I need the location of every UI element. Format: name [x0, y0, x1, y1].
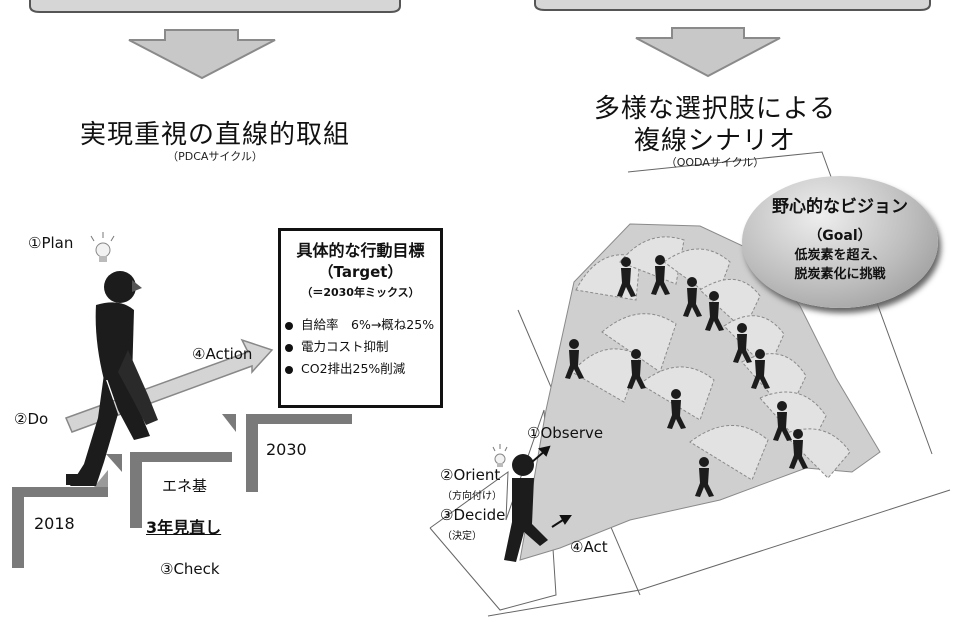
- vision-line2: 脱炭素化に挑戦: [794, 267, 886, 282]
- right-title-line2: 複線シナリオ: [633, 126, 796, 156]
- step-label: エネ基: [162, 477, 208, 495]
- person-climbing-icon: [66, 271, 158, 486]
- lightbulb-icon: [492, 444, 508, 467]
- act-label: ④Act: [570, 538, 608, 556]
- review-label: 3年見直し: [146, 518, 222, 537]
- vision-sub: （Goal）: [808, 228, 872, 244]
- vision-ellipse: 野心的なビジョン （Goal） 低炭素を超え、 脱炭素化に挑戦: [742, 176, 938, 308]
- walker-icons: [565, 255, 808, 497]
- observe-label: ①Observe: [527, 424, 604, 442]
- observe-arrow: [531, 445, 551, 463]
- year-end-label: 2030: [266, 440, 307, 459]
- list-item: CO2排出25%削減: [285, 358, 440, 380]
- right-title-line1: 多様な選択肢による: [593, 94, 837, 124]
- plan-label: ①Plan: [28, 234, 74, 252]
- vision-heading: 野心的なビジョン: [772, 197, 908, 217]
- right-subtitle: （OODAサイクル）: [665, 156, 765, 169]
- orient-label: ②Orient: [440, 466, 501, 484]
- lightbulb-icon: [90, 232, 115, 262]
- list-item: 電力コスト抑制: [285, 336, 440, 358]
- target-note: （＝2030年ミックス）: [301, 286, 420, 299]
- do-label: ②Do: [14, 410, 49, 428]
- top-right-box: [534, 0, 931, 11]
- year-start-label: 2018: [34, 514, 75, 533]
- person-walking-icon: [504, 454, 548, 562]
- decide-label: ③Decide: [440, 506, 506, 524]
- target-box: 具体的な行動目標 （Target） （＝2030年ミックス） 自給率 6%→概ね…: [278, 228, 443, 408]
- vision-line1: 低炭素を超え、: [794, 248, 886, 263]
- left-subtitle: （PDCAサイクル）: [167, 150, 263, 163]
- bullet-icon: [285, 365, 293, 374]
- orient-sub-label: （方向付け）: [442, 491, 502, 502]
- bullet-icon: [285, 321, 293, 330]
- target-list: 自給率 6%→概ね25% 電力コスト抑制 CO2排出25%削減: [285, 314, 440, 380]
- left-title: 実現重視の直線的取組: [79, 120, 350, 150]
- target-heading: 具体的な行動目標: [296, 241, 425, 260]
- staircase: [12, 414, 352, 568]
- bullet-icon: [285, 343, 293, 352]
- top-left-box: [29, 0, 401, 13]
- action-label: ④Action: [192, 345, 253, 363]
- decide-sub-label: （決定）: [442, 531, 482, 542]
- check-label: ③Check: [160, 560, 220, 578]
- act-arrow: [551, 515, 572, 528]
- right-down-arrow: [635, 27, 781, 78]
- target-sub: （Target）: [318, 263, 403, 281]
- list-item: 自給率 6%→概ね25%: [285, 314, 440, 336]
- left-down-arrow: [128, 29, 276, 80]
